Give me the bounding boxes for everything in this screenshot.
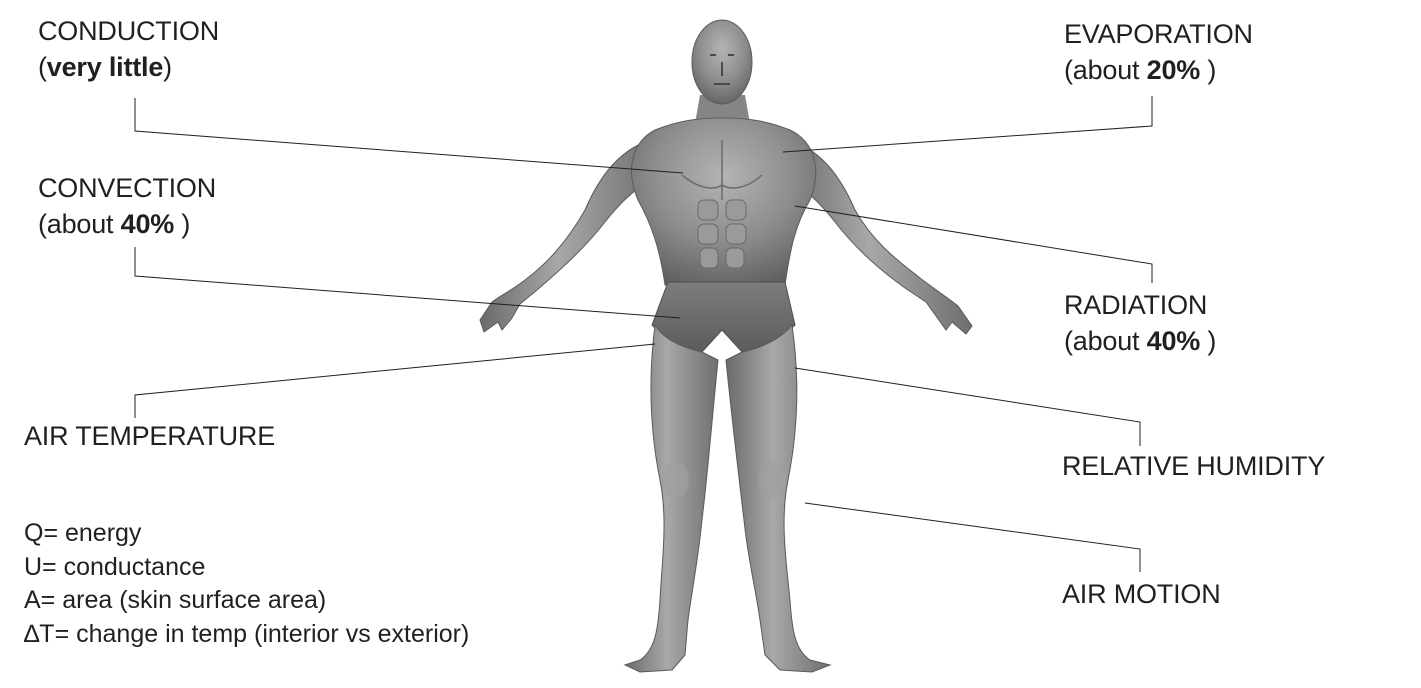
convection-amount-line: (about 40% ) [38, 206, 216, 242]
air-temperature-label: AIR TEMPERATURE [24, 418, 275, 454]
left-leg [625, 325, 718, 672]
relative-humidity-leader [795, 368, 1140, 446]
air-motion-leader [805, 503, 1140, 572]
conduction-label: CONDUCTION (very little) [38, 13, 219, 85]
variable-legend: Q= energy U= conductance A= area (skin s… [24, 517, 469, 651]
relative-humidity-title: RELATIVE HUMIDITY [1062, 448, 1325, 484]
conduction-title: CONDUCTION [38, 13, 219, 49]
convection-amount: 40% [121, 209, 174, 239]
radiation-title: RADIATION [1064, 287, 1216, 323]
air-motion-label: AIR MOTION [1062, 576, 1221, 612]
evaporation-label: EVAPORATION (about 20% ) [1064, 16, 1253, 88]
radiation-suffix: ) [1200, 326, 1216, 356]
evaporation-prefix: (about [1064, 55, 1147, 85]
air-temperature-leader [135, 344, 655, 418]
legend-item-delta-t: ∆T= change in temp (interior vs exterior… [24, 618, 469, 652]
radiation-amount-line: (about 40% ) [1064, 323, 1216, 359]
conduction-amount-line: (very little) [38, 49, 219, 85]
evaporation-title: EVAPORATION [1064, 16, 1253, 52]
conduction-leader [135, 98, 683, 173]
conduction-open-paren: ( [38, 52, 47, 82]
evaporation-leader [783, 96, 1152, 152]
legend-item-u: U= conductance [24, 551, 469, 585]
evaporation-amount-line: (about 20% ) [1064, 52, 1253, 88]
conduction-amount: very little [47, 52, 163, 82]
convection-label: CONVECTION (about 40% ) [38, 170, 216, 242]
air-temperature-title: AIR TEMPERATURE [24, 418, 275, 454]
convection-prefix: (about [38, 209, 121, 239]
radiation-prefix: (about [1064, 326, 1147, 356]
relative-humidity-label: RELATIVE HUMIDITY [1062, 448, 1325, 484]
torso [632, 118, 816, 285]
radiation-label: RADIATION (about 40% ) [1064, 287, 1216, 359]
convection-title: CONVECTION [38, 170, 216, 206]
human-body [480, 20, 972, 672]
legend-item-a: A= area (skin surface area) [24, 584, 469, 618]
air-motion-title: AIR MOTION [1062, 576, 1221, 612]
conduction-close-paren: ) [163, 52, 172, 82]
legend-item-q: Q= energy [24, 517, 469, 551]
evaporation-suffix: ) [1200, 55, 1216, 85]
right-leg [726, 325, 830, 672]
radiation-amount: 40% [1147, 326, 1200, 356]
convection-suffix: ) [174, 209, 190, 239]
evaporation-amount: 20% [1147, 55, 1200, 85]
convection-leader [135, 247, 680, 318]
